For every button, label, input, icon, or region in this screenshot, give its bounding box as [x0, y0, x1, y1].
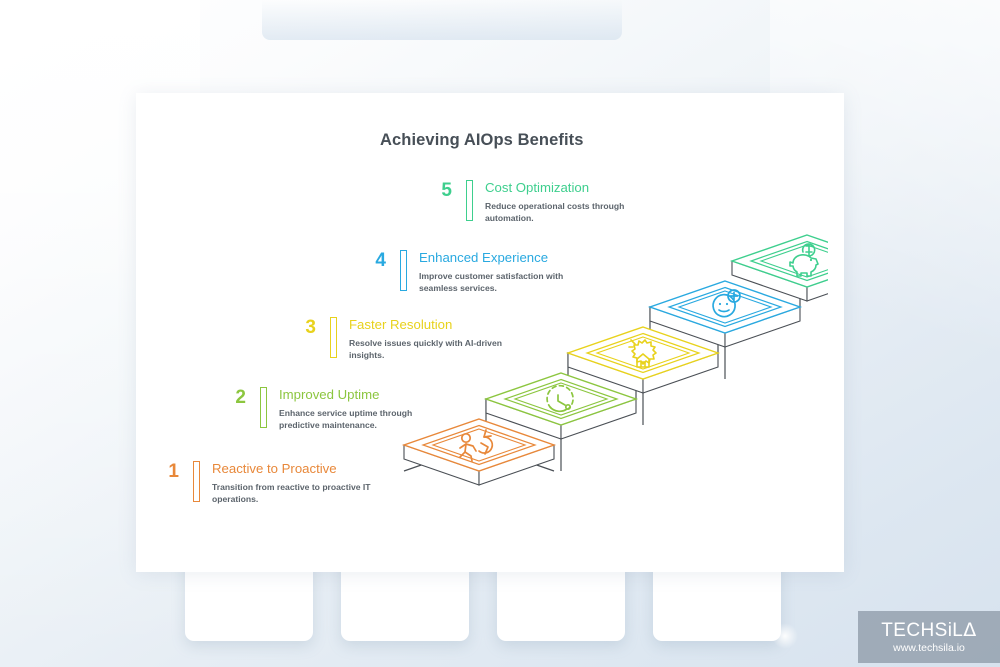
step-accent-bar-3 — [330, 317, 337, 358]
step-tile-4 — [649, 280, 801, 348]
step-description-5: Reduce operational costs through automat… — [485, 201, 625, 223]
step-tile-2 — [485, 372, 637, 440]
step-description-3: Resolve issues quickly with AI-driven in… — [349, 338, 502, 360]
step-accent-bar-2 — [260, 387, 267, 428]
step-title-4: Enhanced Experience — [419, 250, 549, 265]
watermark-brand: TECHSiLΔ — [881, 620, 976, 641]
step-tile-3 — [567, 326, 719, 394]
step-number-1: 1 — [168, 461, 179, 482]
techsila-watermark: TECHSiLΔ www.techsila.io — [858, 611, 1000, 663]
step-title-5: Cost Optimization — [485, 180, 590, 195]
step-description-1: Transition from reactive to proactive IT… — [212, 482, 371, 504]
step-number-2: 2 — [235, 387, 246, 408]
step-tile-5 — [731, 234, 828, 302]
watermark-brand-text: TECHSiL — [881, 619, 964, 641]
step-text-1: 1 Reactive to Proactive Transition from … — [157, 461, 387, 505]
step-number-4: 4 — [375, 250, 386, 271]
step-accent-bar-5 — [466, 180, 473, 221]
step-text-3: 3 Faster Resolution Resolve issues quick… — [294, 317, 524, 361]
step-tile-1 — [403, 418, 555, 486]
step-description-4: Improve customer satisfaction with seaml… — [419, 271, 564, 293]
page-title: Achieving AIOps Benefits — [380, 131, 584, 149]
step-text-5: 5 Cost Optimization Reduce operational c… — [430, 180, 660, 224]
step-number-3: 3 — [305, 317, 316, 338]
step-text-2: 2 Improved Uptime Enhance service uptime… — [224, 387, 454, 431]
step-text-4: 4 Enhanced Experience Improve customer s… — [364, 250, 594, 294]
triangle-icon: Δ — [963, 618, 977, 641]
step-title-3: Faster Resolution — [349, 317, 453, 332]
isometric-staircase-graphic — [403, 234, 828, 486]
step-description-2: Enhance service uptime through predictiv… — [279, 408, 413, 430]
step-accent-bar-1 — [193, 461, 200, 502]
step-number-5: 5 — [441, 180, 452, 201]
step-title-2: Improved Uptime — [279, 387, 380, 402]
background-top-strip — [262, 0, 622, 40]
step-accent-bar-4 — [400, 250, 407, 291]
watermark-url: www.techsila.io — [893, 641, 965, 654]
step-title-1: Reactive to Proactive — [212, 461, 337, 476]
presentation-slide: Achieving AIOps Benefits — [136, 93, 844, 572]
